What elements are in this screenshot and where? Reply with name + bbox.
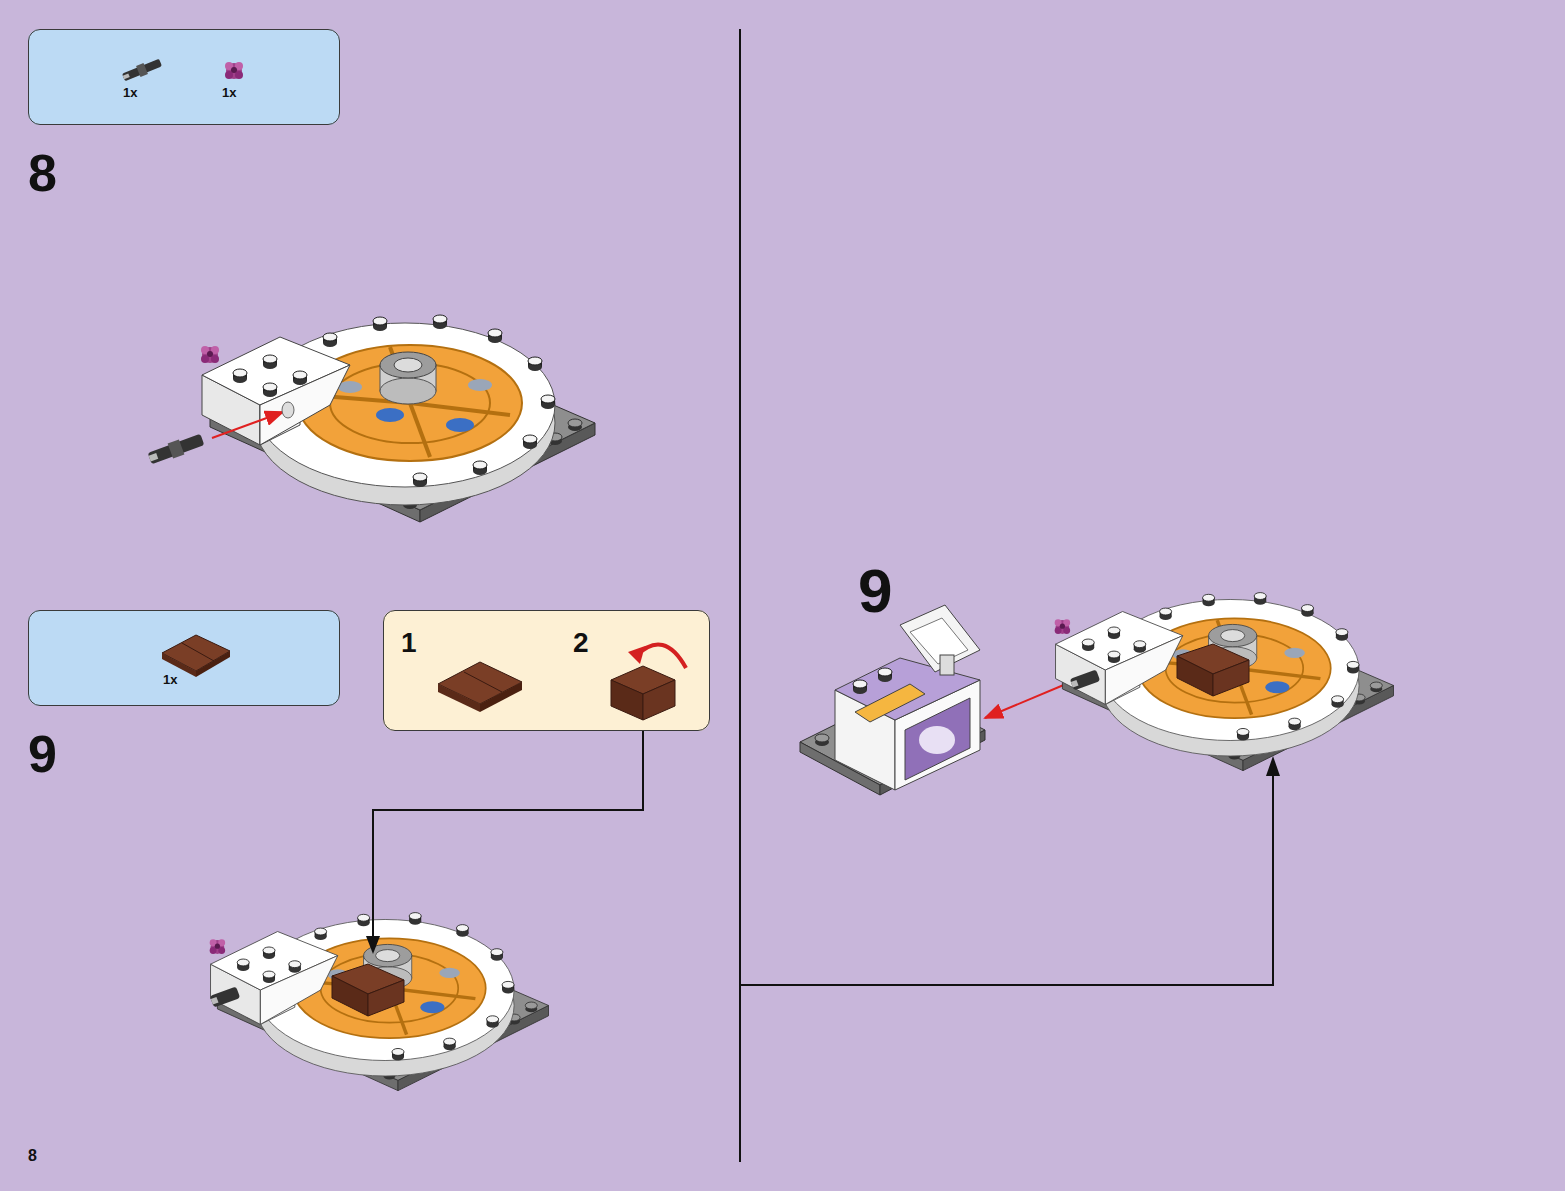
sub-step-callout: 12 — [383, 610, 710, 731]
step-number: 8 — [28, 147, 57, 199]
parts-list-box: 1x — [28, 610, 340, 706]
sub-step-number: 2 — [573, 629, 589, 657]
part-quantity: 1x — [222, 86, 236, 99]
page-number: 8 — [28, 1148, 37, 1164]
part-quantity: 1x — [163, 673, 177, 686]
part-quantity: 1x — [123, 86, 137, 99]
step-number: 9 — [858, 560, 892, 622]
step-number: 9 — [28, 728, 57, 780]
parts-list-box: 1x 1x — [28, 29, 340, 125]
sub-step-number: 1 — [401, 629, 417, 657]
